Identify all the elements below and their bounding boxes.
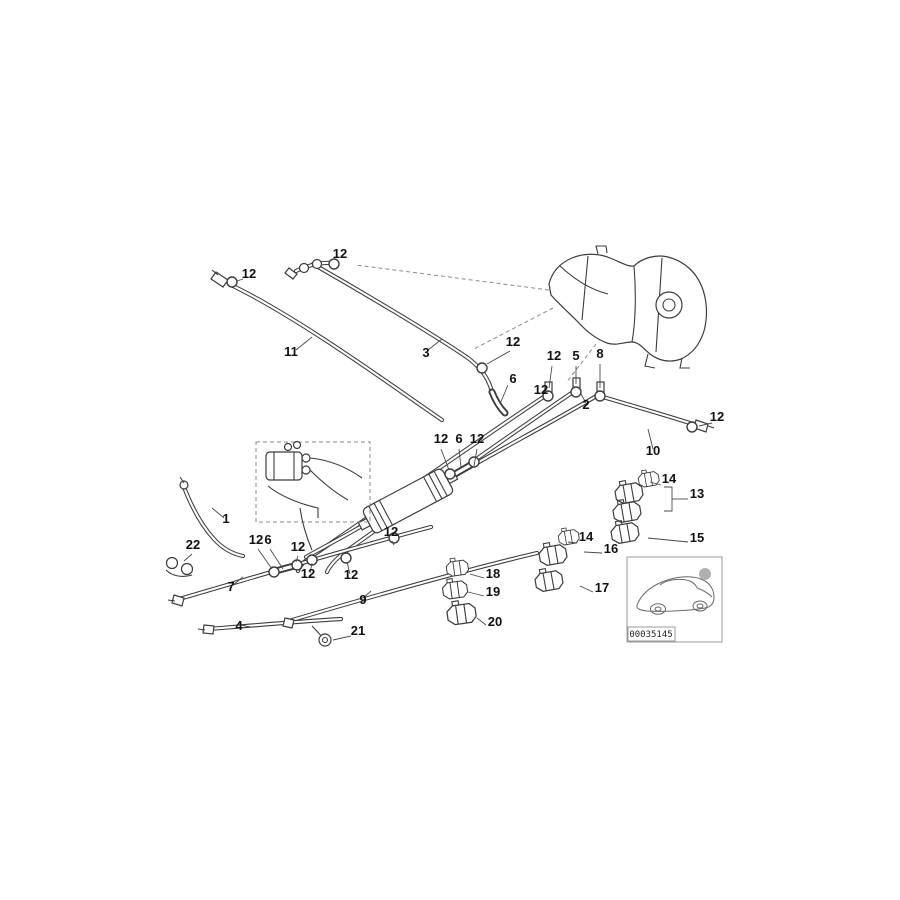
part-label-12-28: 12 [301,566,315,581]
tank-reference-dashes [355,264,597,384]
clamp-12-icon [686,421,698,433]
part-label-12-13: 12 [434,431,448,446]
clip-17 [532,565,565,593]
clip-19 [440,576,469,601]
clip-14-right [636,467,661,489]
part-label-7-30: 7 [227,579,234,594]
part-label-12-26: 12 [291,539,305,554]
clamp-12-icon [542,390,554,402]
clamp-12-icon [570,386,582,398]
fuel-tank [548,245,708,369]
valve-bracket-assembly [255,440,371,551]
pipe-11 [229,284,442,420]
part-label-15-18: 15 [690,530,704,545]
hose-6-upper [488,388,509,417]
part-label-3-3: 3 [422,345,429,360]
clip-18 [444,555,470,578]
part-label-4-32: 4 [235,618,243,633]
grommet-22 [165,556,194,577]
part-label-6-5: 6 [509,371,516,386]
hose-clamps [226,258,698,578]
part-label-12-27: 12 [384,524,398,539]
part-label-22-23: 22 [186,537,200,552]
part-label-9-31: 9 [359,592,366,607]
part-label-18-33: 18 [486,566,500,581]
image-code-box [627,626,676,642]
clamp-12-icon [340,552,352,564]
clamp-12-icon [268,566,280,578]
filler-port-icon [655,291,683,319]
part-label-19-34: 19 [486,584,500,599]
part-label-1-22: 1 [222,511,229,526]
nut-21 [311,625,332,647]
clamp-12-icon [328,258,340,270]
part-label-12-1: 12 [242,266,256,281]
part-label-2-10: 2 [582,397,589,412]
pipe-10 [603,397,699,426]
part-label-14-19: 14 [579,529,594,544]
part-label-16-20: 16 [604,541,618,556]
part-label-14-16: 14 [662,471,677,486]
clip-20 [445,598,478,627]
highlight-dot-icon [699,568,711,580]
part-label-12-15: 12 [470,431,484,446]
part-label-21-36: 21 [351,623,365,638]
part-label-6-14: 6 [455,431,462,446]
part-label-12-9: 12 [534,382,548,397]
part-label-12-0: 12 [333,246,347,261]
part-label-12-4: 12 [506,334,520,349]
clamp-12-icon [388,532,400,544]
clamp-12-icon [476,362,488,374]
car-icon [636,568,715,615]
pipe-4 [209,619,341,629]
part-label-13-17: 13 [690,486,704,501]
part-label-11-2: 11 [284,344,298,359]
part-label-20-35: 20 [488,614,502,629]
clamp-12-icon [444,468,456,480]
part-label-5-7: 5 [572,348,579,363]
pipe-fittings [167,258,715,635]
part-label-12-29: 12 [344,567,358,582]
part-label-12-6: 12 [547,348,561,363]
clamp-12-icon [468,456,480,468]
clamp-12-icon [594,390,606,402]
part-label-10-12: 10 [646,443,660,458]
car-thumbnail: 00035145 [626,556,723,643]
part-label-6-25: 6 [264,532,271,547]
part-label-17-21: 17 [595,580,609,595]
part-label-12-11: 12 [710,409,724,424]
clamp-12-icon [226,276,238,288]
leader-lines [183,278,713,641]
part-label-12-24: 12 [249,532,263,547]
image-code: 00035145 [629,630,672,640]
part-label-8-8: 8 [596,346,603,361]
pipe-3 [313,264,492,392]
